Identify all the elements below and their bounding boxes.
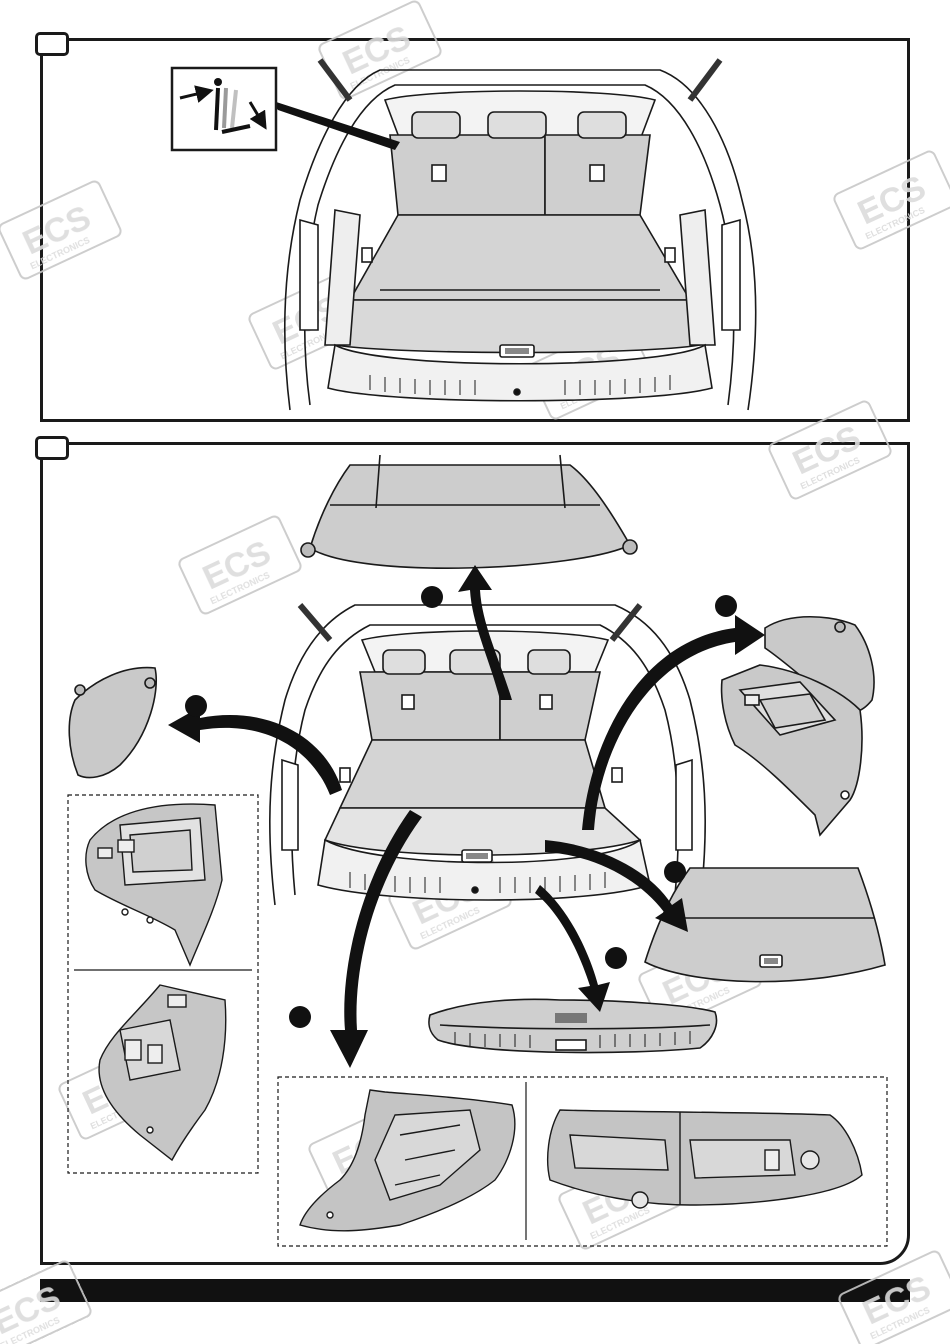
watermark-logo: ECS ELECTRONICS: [0, 1260, 93, 1344]
foam-tray-right: [548, 1110, 862, 1208]
watermark-logo: ECS ELECTRONICS: [832, 150, 950, 251]
marker-foam-tray: [289, 1006, 311, 1028]
arrow-left-icon: [168, 707, 342, 795]
marker-sill-trim: [605, 947, 627, 969]
headrests: [412, 112, 626, 138]
left-trim-part-top: [86, 804, 222, 965]
marker-floor-board: [664, 861, 686, 883]
watermark-logo: ECS ELECTRONICS: [177, 515, 302, 616]
rear-seat-backs: [390, 135, 650, 215]
marker-left-panel: [185, 695, 207, 717]
marker-right-panel: [715, 595, 737, 617]
watermark-logo: ECS ELECTRONICS: [837, 1250, 950, 1344]
parcel-shelf-cover: [301, 455, 637, 568]
arrow-down-icon: [535, 885, 610, 1012]
step-1-car-boot-illustration: [285, 60, 756, 410]
left-side-cover: [69, 668, 156, 778]
left-trim-part-bottom: [99, 985, 226, 1160]
sill-trim: [429, 999, 717, 1052]
foam-tray-detail-box: [278, 1077, 887, 1246]
watermark-logo: ECS ELECTRONICS: [0, 180, 123, 281]
watermark-logo: ECS ELECTRONICS: [767, 400, 892, 501]
marker-parcel-shelf: [421, 586, 443, 608]
